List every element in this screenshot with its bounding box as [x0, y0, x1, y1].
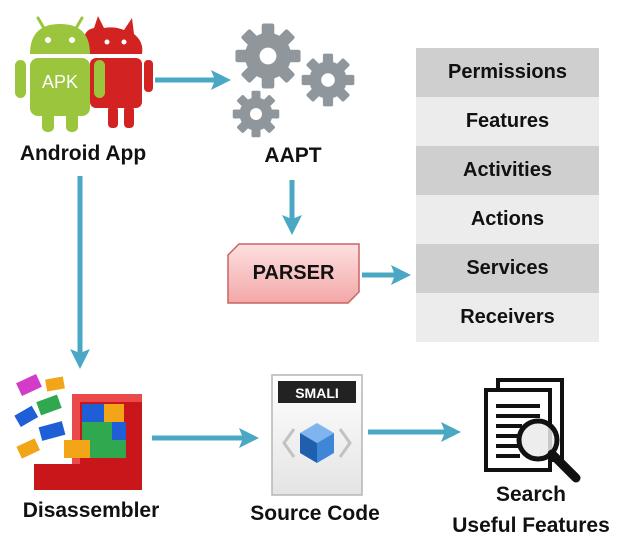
gears-icon: [232, 23, 355, 138]
parser-label: PARSER: [252, 262, 335, 284]
feature-activities: Activities: [416, 146, 599, 195]
android-apk-icon: APK: [15, 16, 153, 132]
search-label: Search: [495, 483, 567, 506]
features-list: Permissions Features Activities Actions …: [416, 48, 599, 342]
disassembler-icon: [14, 374, 142, 490]
source-code-label: Source Code: [250, 502, 380, 525]
feature-permissions: Permissions: [416, 48, 599, 97]
smali-file-icon: SMALI: [271, 374, 363, 496]
useful-features-label: Useful Features: [452, 514, 610, 537]
feature-actions: Actions: [416, 195, 599, 244]
feature-receivers: Receivers: [416, 293, 599, 342]
feature-features: Features: [416, 97, 599, 146]
parser-box: PARSER: [227, 243, 360, 304]
feature-services: Services: [416, 244, 599, 293]
apk-badge-text: APK: [42, 72, 78, 92]
green-android-icon: [15, 16, 105, 132]
android-app-label: Android App: [19, 142, 147, 165]
aapt-label: AAPT: [264, 144, 322, 167]
search-documents-icon: [484, 378, 581, 483]
disassembler-label: Disassembler: [22, 499, 160, 522]
parser-shape: [227, 243, 360, 304]
smali-badge-text: SMALI: [295, 385, 339, 401]
